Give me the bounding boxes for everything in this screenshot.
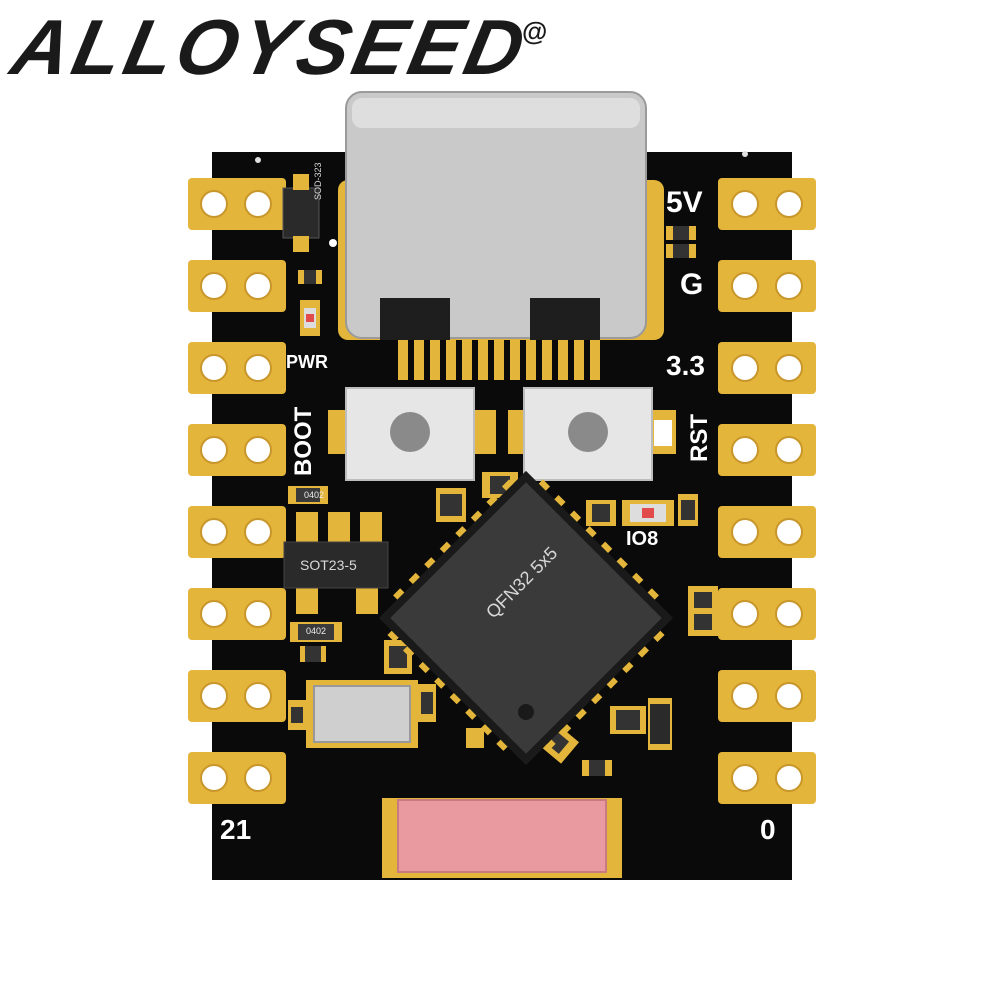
capacitor-marking-b: 0402: [306, 626, 327, 636]
pin-label-21: 21: [220, 814, 252, 845]
antenna-graphic: [382, 798, 622, 878]
brand-registered-mark: @: [522, 16, 548, 46]
right-pin-header: [718, 178, 816, 804]
reset-button-graphic: [508, 387, 676, 481]
pin-label-0: 0: [760, 814, 776, 845]
io8-led-label: IO8: [626, 528, 659, 550]
diode-component: [282, 174, 320, 252]
pwr-led-label: PWR: [286, 352, 328, 372]
regulator-chip-graphic: [283, 512, 389, 614]
left-pin-header: [188, 178, 286, 804]
reset-button-label: RST: [686, 414, 713, 462]
boot-button-label: BOOT: [290, 406, 317, 476]
pin-label-5v: 5V: [666, 186, 703, 219]
boot-button-graphic: [328, 387, 496, 481]
usb-c-connector: [338, 91, 664, 380]
passive-components: [288, 226, 718, 776]
pin-label-gnd: G: [680, 268, 704, 301]
capacitor-marking-a: 0402: [304, 490, 325, 500]
pin-label-3v3: 3.3: [666, 350, 705, 381]
regulator-marking: SOT23-5: [300, 557, 357, 573]
diode-marking: SOD-323: [313, 162, 323, 200]
mcu-chip-graphic: [378, 470, 674, 766]
crystal-oscillator-graphic: [306, 680, 418, 748]
